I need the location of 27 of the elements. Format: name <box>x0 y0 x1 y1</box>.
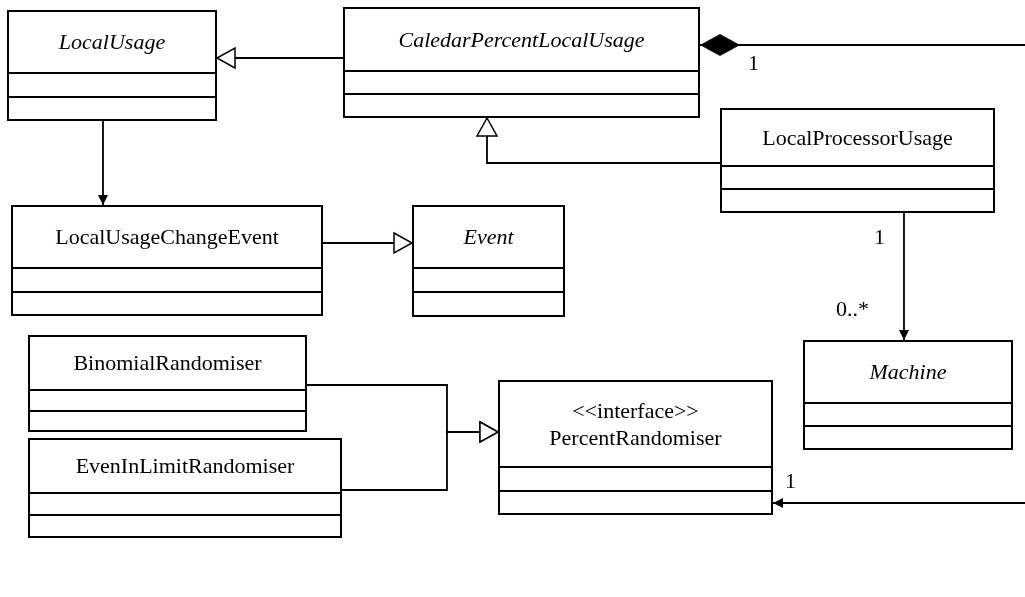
class-name: Event <box>463 223 514 251</box>
class-name: CaledarPercentLocalUsage <box>398 25 645 54</box>
class-box <box>412 205 565 317</box>
association-arrow <box>899 212 909 341</box>
class-name: LocalUsage <box>58 28 166 56</box>
class-box <box>28 335 307 432</box>
association-arrow <box>772 498 1025 508</box>
class-box <box>720 108 995 213</box>
class-name: PercentRandomiser <box>549 424 722 452</box>
stereotype-label: <<interface>> <box>572 396 699 424</box>
generalization-arrow <box>341 421 499 491</box>
class-name: BinomialRandomiser <box>73 349 262 377</box>
class-box <box>498 380 773 515</box>
class-box <box>28 438 342 538</box>
class-name: EvenInLimitRandomiser <box>75 452 295 480</box>
association-arrow <box>98 120 108 206</box>
generalization-arrow <box>216 47 344 69</box>
class-box <box>343 7 700 118</box>
class-name: Machine <box>869 358 947 386</box>
composition-line <box>699 34 1025 56</box>
class-box <box>11 205 323 316</box>
generalization-arrow <box>476 117 721 164</box>
class-name: LocalUsageChangeEvent <box>55 223 279 251</box>
class-box <box>7 10 217 121</box>
generalization-arrow <box>322 232 413 254</box>
class-name: LocalProcessorUsage <box>762 123 953 152</box>
class-box <box>803 340 1013 450</box>
